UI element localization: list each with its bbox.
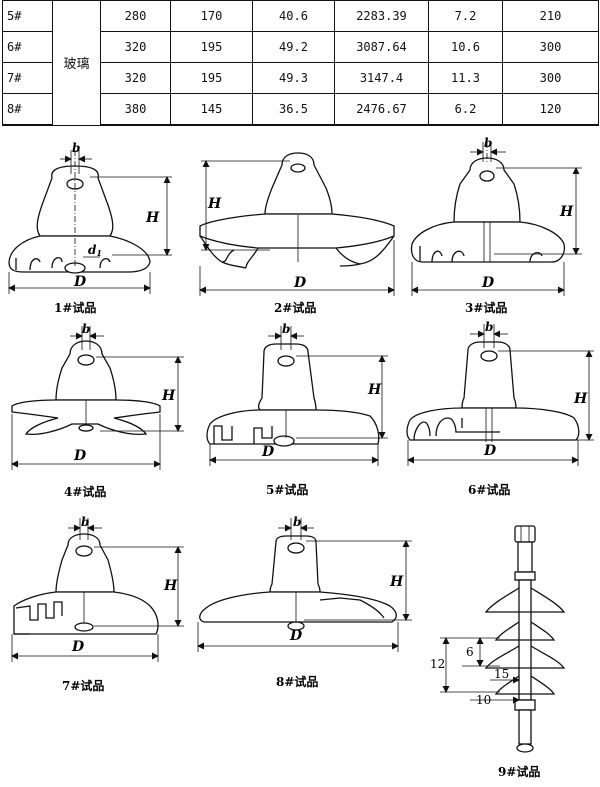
cell-h: 195 (170, 62, 253, 94)
label-d: D (289, 628, 303, 644)
label-d1: d1 (88, 243, 102, 258)
cell-material: 玻璃 (52, 0, 101, 126)
caption-2: 2#试品 (274, 300, 316, 315)
cell-c6: 300 (502, 31, 599, 63)
table-row: 8# 380 145 36.5 2476.67 6.2 120 (2, 93, 599, 126)
label-h: H (207, 196, 222, 212)
caption-5: 5#试品 (266, 482, 308, 497)
figure-4 (11, 326, 184, 470)
cell-c3: 36.5 (252, 93, 335, 126)
label-b: b (81, 515, 89, 529)
cell-c6: 120 (502, 93, 599, 126)
figure-3 (410, 142, 582, 296)
label-d: D (261, 444, 275, 460)
label-b: b (282, 322, 290, 336)
table-row: 7# 320 195 49.3 3147.4 11.3 300 (2, 62, 599, 94)
table-row: 5# 玻璃 280 170 40.6 2283.39 7.2 210 (2, 0, 599, 126)
label-d: D (71, 639, 85, 655)
figure-2 (199, 152, 395, 296)
cell-c3: 49.3 (252, 62, 335, 94)
figure-7 (11, 518, 184, 662)
label-d: D (73, 448, 87, 464)
figure-6 (406, 324, 594, 466)
dim-6: 6 (466, 645, 474, 659)
cell-index: 5# (2, 0, 53, 32)
caption-1: 1#试品 (54, 300, 96, 315)
cell-h: 170 (170, 0, 253, 32)
caption-8: 8#试品 (276, 674, 318, 689)
cell-h: 145 (170, 93, 253, 126)
label-d: D (481, 275, 495, 291)
caption-3: 3#试品 (465, 300, 507, 315)
cell-index: 7# (2, 62, 53, 94)
cell-c5: 7.2 (428, 0, 503, 32)
dim-10: 10 (476, 693, 491, 707)
label-d: D (293, 275, 307, 291)
figure-1 (8, 150, 172, 294)
figure-5 (206, 326, 388, 466)
cell-c6: 300 (502, 62, 599, 94)
label-d: D (73, 274, 87, 290)
dim-15: 15 (494, 667, 509, 681)
label-h: H (389, 574, 404, 590)
label-h: H (559, 204, 574, 220)
cell-c6: 210 (502, 0, 599, 32)
cell-index: 8# (2, 93, 53, 126)
label-h: H (573, 391, 588, 407)
cell-index: 6# (2, 31, 53, 63)
caption-6: 6#试品 (468, 482, 510, 497)
cell-c4: 3147.4 (334, 62, 429, 94)
label-b: b (72, 141, 80, 155)
cell-c4: 2476.67 (334, 93, 429, 126)
label-h: H (161, 388, 176, 404)
label-h: H (145, 210, 160, 226)
cell-c5: 11.3 (428, 62, 503, 94)
figure-8 (197, 518, 412, 652)
label-h: H (367, 382, 382, 398)
cell-d: 320 (100, 62, 171, 94)
cell-d: 320 (100, 31, 171, 63)
table-row: 6# 320 195 49.2 3087.64 10.6 300 (2, 31, 599, 63)
figure-9 (440, 525, 566, 753)
caption-7: 7#试品 (62, 678, 104, 693)
cell-h: 195 (170, 31, 253, 63)
label-d: D (483, 443, 497, 459)
cell-c5: 10.6 (428, 31, 503, 63)
spec-table: 5# 玻璃 280 170 40.6 2283.39 7.2 210 6# 32… (2, 0, 599, 126)
label-b: b (484, 136, 492, 150)
label-h: H (163, 578, 178, 594)
dim-12: 12 (430, 657, 445, 671)
label-b: b (485, 320, 493, 334)
label-b: b (82, 322, 90, 336)
cell-c4: 3087.64 (334, 31, 429, 63)
caption-4: 4#试品 (64, 484, 106, 499)
cell-c3: 49.2 (252, 31, 335, 63)
caption-9: 9#试品 (498, 764, 540, 779)
label-b: b (293, 515, 301, 529)
cell-c5: 6.2 (428, 93, 503, 126)
